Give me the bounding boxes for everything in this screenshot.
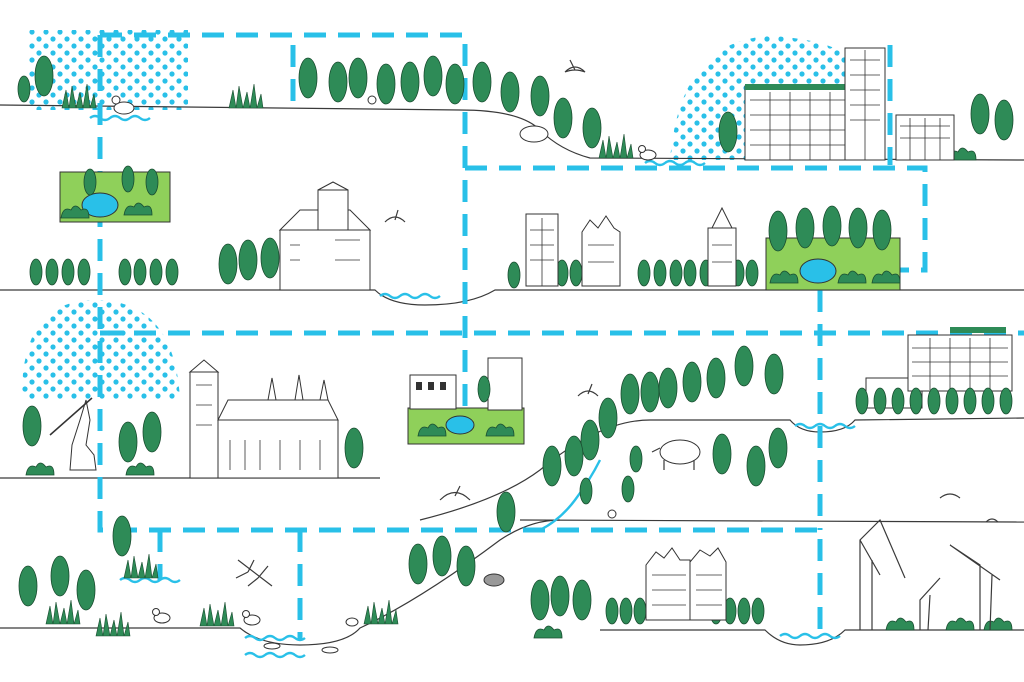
townhouses-row2 [525,206,737,287]
duck-icon [638,145,657,161]
cathedral-icon [188,359,339,479]
office-buildings-top-right [744,47,955,161]
squirrel-icon [367,95,377,105]
park-center [407,357,525,445]
fish-icon [263,642,281,650]
water-features [88,114,857,659]
pond-icon [799,258,837,284]
trees-hill [496,345,788,533]
bird-icon [985,518,999,523]
bird-icon [439,485,471,501]
office-buildings-mid-right [855,327,1013,415]
statue-icon [49,397,97,471]
bird-icon [564,59,586,73]
frog-icon [345,617,359,627]
blue-corridor-network [97,32,1024,640]
dragonfly-icon [235,559,273,587]
townhouses-bottom [645,547,727,621]
terrain-lines [0,104,1024,646]
duck-icon [242,610,261,626]
duck-icon [111,95,135,115]
hedgehog-icon [483,573,505,587]
pond-icon [81,192,119,218]
boar-icon [519,125,549,143]
boar-icon [651,439,701,470]
bird-icon [384,209,406,223]
duck-icon [152,608,171,624]
fish-icon [321,646,339,654]
rain-dots-top-left [28,30,188,110]
squirrel-icon [607,509,617,519]
trees-row2 [29,237,759,289]
crane-gate-building [278,181,372,291]
bird-icon [939,493,961,499]
park-right [765,205,901,291]
crane-icon [859,518,1001,631]
bird-icon [577,383,599,397]
park-left [59,165,171,223]
pond-icon [445,415,475,435]
